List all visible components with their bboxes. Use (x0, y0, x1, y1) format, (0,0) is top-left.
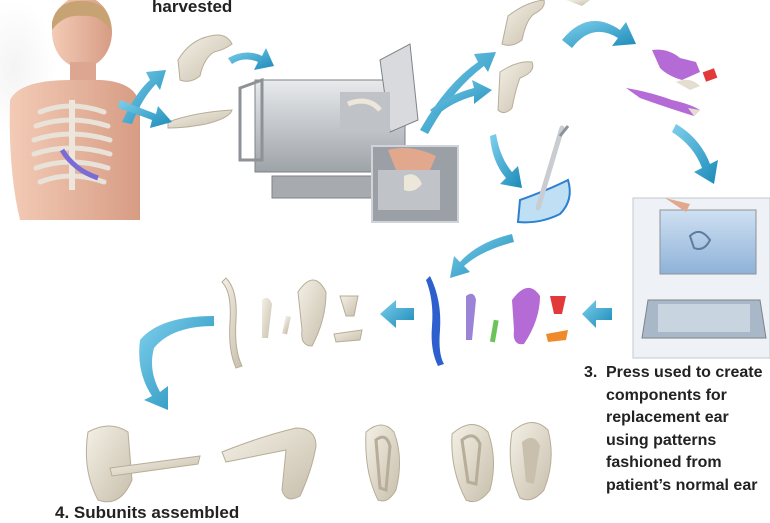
curved-arrow-icon (562, 21, 636, 48)
curved-arrow-icon (582, 300, 612, 328)
curved-arrow-icon (672, 124, 718, 184)
press-photo-icon (632, 197, 770, 359)
step3-line: components for (606, 386, 727, 404)
harvested-label: harvested (152, 0, 233, 16)
step3-line: replacement ear (606, 409, 729, 426)
step3-number: 3. (584, 364, 598, 381)
step3-line: using patterns (606, 431, 717, 449)
step3-line: patient’s normal ear (606, 476, 758, 494)
colored-components-icon (426, 276, 568, 366)
curved-arrow-icon (450, 234, 514, 278)
patient-torso-icon (0, 0, 141, 225)
ear-assembly-icon (85, 422, 552, 503)
curved-arrow-icon (430, 80, 492, 116)
template-pieces-icon (497, 0, 718, 116)
scalpel-icon (516, 125, 571, 224)
curved-arrow-icon (228, 48, 274, 70)
step3-caption: 3. Press used to create components for re… (584, 362, 763, 497)
step3-line: Press used to create (606, 364, 763, 381)
curved-arrow-icon (380, 300, 414, 328)
curved-arrow-icon (490, 134, 522, 188)
step3-line: fashioned from (606, 454, 722, 471)
step4-label: 4. Subunits assembled (55, 503, 240, 522)
harvested-cartilage-icon (167, 34, 233, 129)
curved-arrow-icon (118, 100, 172, 128)
curved-arrow-icon (420, 52, 496, 134)
flow-arrows (118, 21, 718, 410)
cartilage-components-icon (221, 277, 363, 369)
press-machine-icon (238, 43, 459, 223)
curved-arrow-icon (139, 316, 214, 410)
